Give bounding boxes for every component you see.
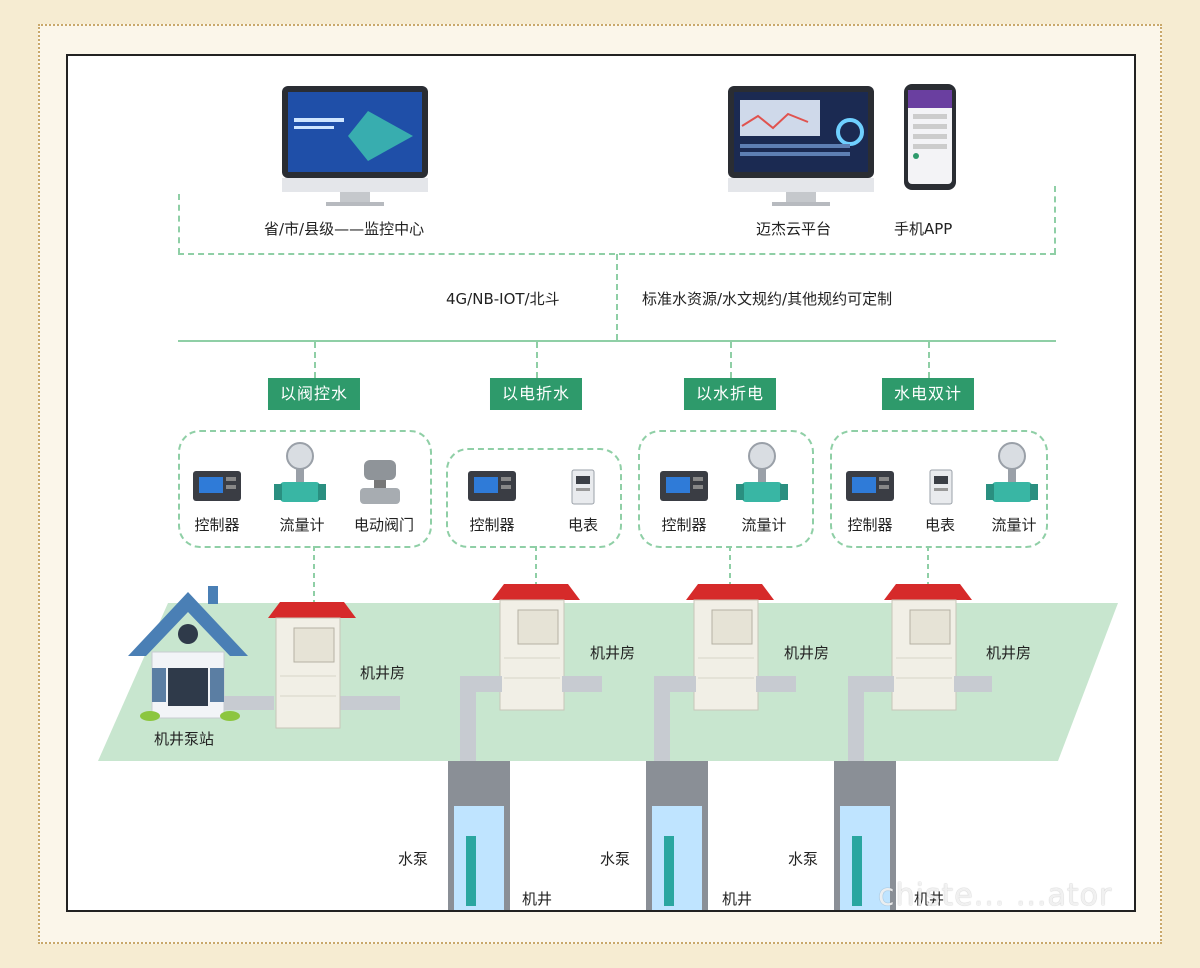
controller-icon [468,471,516,501]
bus-drop-3 [730,342,732,378]
protocol-standard-text: 标准水资源/水文规约/其他规约可定制 [642,290,893,308]
device-label: 控制器 [194,516,240,534]
diagram-canvas: 省/市/县级——监控中心 迈杰云平台 手机APP 4G/NB-IOT/北斗 标准… [66,54,1136,912]
mobile-app-label: 手机APP [894,220,953,238]
mode-tag-electric: 以电折水 [489,378,583,410]
device-group-3 [638,430,814,548]
pump-label: 水泵 [788,850,819,868]
well-house-icon [884,584,972,711]
monitor-center-computer-icon [282,86,428,206]
well-house-icon [268,602,356,729]
well-label: 机井 [914,890,945,908]
device-label: 流量计 [991,516,1037,534]
controller-icon [193,471,241,501]
well-label: 机井 [522,890,553,908]
bus-drop-4 [928,342,930,378]
pump-station-label: 机井泵站 [154,730,215,748]
device-label: 电表 [567,516,599,534]
flow-meter-icon [736,442,788,502]
cloud-platform-label: 迈杰云平台 [756,220,832,238]
device-label: 流量计 [741,516,787,534]
device-label: 电表 [924,516,956,534]
well-shaft-icon [448,761,510,910]
controller-icon [660,471,708,501]
well-house-label: 机井房 [986,644,1032,662]
watermark-text: chiste... ...ator [878,878,1113,913]
device-label: 控制器 [847,516,893,534]
well-house-label: 机井房 [360,664,406,682]
device-label: 流量计 [279,516,325,534]
pump-label: 水泵 [398,850,429,868]
electric-meter-icon [571,469,595,505]
electric-meter-icon [929,469,953,505]
mode-tag-valve: 以阀控水 [267,378,361,410]
device-group-2 [446,448,622,548]
mode-tag-dual: 水电双计 [881,378,975,410]
device-label: 控制器 [661,516,707,534]
well-house-icon [492,584,580,711]
bus-drop-1 [314,342,316,378]
flow-meter-icon [274,442,326,502]
cloud-platform-computer-icon [728,86,874,206]
flow-meter-icon [986,442,1038,502]
top-bracket-left [178,194,180,254]
mobile-phone-icon [904,84,956,190]
well-shaft-icon [834,761,896,910]
controller-icon [846,471,894,501]
well-house-label: 机井房 [784,644,830,662]
well-house-label: 机井房 [590,644,636,662]
well-label: 机井 [722,890,753,908]
device-label: 电动阀门 [353,516,415,534]
device-group-1 [178,430,432,548]
diagram-graphics [98,84,1118,910]
network-connector [616,254,618,340]
network-bus-line [178,340,1056,342]
pump-station-house-icon [128,586,248,721]
monitor-center-label: 省/市/县级——监控中心 [264,220,425,238]
bus-drop-2 [536,342,538,378]
well-shaft-icon [646,761,708,910]
device-group-4 [830,430,1048,548]
pump-label: 水泵 [600,850,631,868]
electric-valve-icon [360,460,400,504]
mode-tag-water: 以水折电 [683,378,777,410]
network-protocol-text: 4G/NB-IOT/北斗 [446,290,560,308]
device-label: 控制器 [469,516,515,534]
pipe-icon [460,676,992,766]
well-house-icon [686,584,774,711]
top-bracket-right [1054,186,1056,254]
